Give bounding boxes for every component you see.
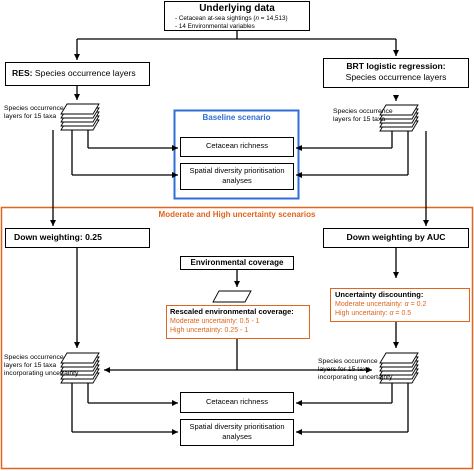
single-layer-icon xyxy=(212,290,252,303)
discounting-title: Uncertainty discounting: xyxy=(335,290,424,299)
underlying-data-title: Underlying data xyxy=(199,3,275,14)
bottom-richness-label: Cetacean richness xyxy=(205,397,269,406)
layers-right-label-2: layers for 15 taxa xyxy=(333,116,386,123)
down-weighting-right-label: Down weighting by AUC xyxy=(346,232,446,242)
underlying-data-box: Underlying data - Cetacean at-sea sighti… xyxy=(164,1,310,31)
sightings-line: - Cetacean at-sea sightings (n = 14,513) xyxy=(175,15,288,22)
baseline-richness-box: Cetacean richness xyxy=(180,137,294,157)
layers-left-label-1: Species occurrence xyxy=(4,105,64,112)
incorp-left-label-3: incorporating uncertainty xyxy=(4,370,79,377)
down-weighting-left-label: Down weighting: 0.25 xyxy=(14,232,102,242)
rescaled-high: High uncertainty: 0.25 - 1 xyxy=(170,327,249,334)
environmental-coverage-box: Environmental coverage xyxy=(180,256,294,270)
incorp-left-label-2: layers for 15 taxa xyxy=(4,362,57,369)
bottom-spatial-label-2: analyses xyxy=(222,432,252,441)
down-weighting-right-box: Down weighting by AUC xyxy=(323,228,469,248)
bottom-spatial-label-1: Spatial diversity prioritisation xyxy=(189,422,285,431)
stacked-layers-icon xyxy=(379,352,419,384)
discounting-high: High uncertainty: α = 0.5 xyxy=(335,310,412,317)
uncertainty-title: Moderate and High uncertainty scenarios xyxy=(158,210,316,219)
baseline-spatial-label-1: Spatial diversity prioritisation xyxy=(189,166,285,175)
rescaled-moderate: Moderate uncertainty: 0.5 - 1 xyxy=(170,318,260,325)
brt-box: BRT logistic regression: Species occurre… xyxy=(323,58,469,88)
stacked-layers-icon xyxy=(60,352,100,384)
baseline-container xyxy=(173,109,300,200)
variables-line: - 14 Environmental variables xyxy=(175,23,255,30)
rescaled-coverage-box: Rescaled environmental coverage: Moderat… xyxy=(166,305,310,339)
uncertainty-container xyxy=(0,206,474,470)
brt-title: BRT logistic regression: xyxy=(346,61,446,71)
res-label: RES: Species occurrence layers xyxy=(12,68,136,78)
layers-right-label-1: Species occurrence xyxy=(333,108,393,115)
baseline-spatial-box: Spatial diversity prioritisation analyse… xyxy=(180,163,294,190)
down-weighting-left-box: Down weighting: 0.25 xyxy=(5,228,150,248)
stacked-layers-icon xyxy=(60,103,100,131)
incorp-right-label-2: layers for 15 taxa xyxy=(318,366,371,373)
brt-subtitle: Species occurrence layers xyxy=(345,72,447,82)
baseline-title: Baseline scenario xyxy=(202,113,271,122)
environmental-coverage-label: Environmental coverage xyxy=(190,258,284,267)
stacked-layers-icon xyxy=(379,104,419,132)
incorp-right-label-3: incorporating uncertainty xyxy=(318,374,393,381)
layers-left-label-2: layers for 15 taxa xyxy=(4,113,57,120)
uncertainty-discounting-box: Uncertainty discounting: Moderate uncert… xyxy=(330,288,470,322)
baseline-spatial-label-2: analyses xyxy=(222,176,252,185)
res-box: RES: Species occurrence layers xyxy=(5,62,150,86)
incorp-left-label-1: Species occurrence xyxy=(4,354,64,361)
rescaled-title: Rescaled environmental coverage: xyxy=(170,307,294,316)
bottom-richness-box: Cetacean richness xyxy=(180,392,294,413)
discounting-moderate: Moderate uncertainty: α = 0.2 xyxy=(335,301,427,308)
incorp-right-label-1: Species occurrence xyxy=(318,358,378,365)
baseline-richness-label: Cetacean richness xyxy=(205,141,269,150)
bottom-spatial-box: Spatial diversity prioritisation analyse… xyxy=(180,419,294,446)
